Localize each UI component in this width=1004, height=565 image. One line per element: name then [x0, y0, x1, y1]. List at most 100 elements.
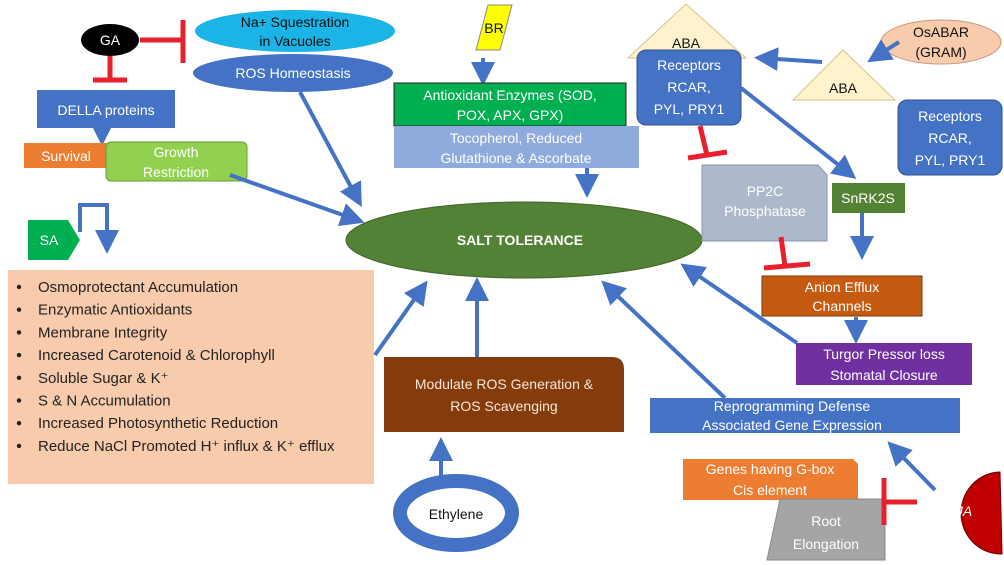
svg-text:Reprogramming Defense: Reprogramming Defense [714, 398, 871, 414]
svg-text:SnRK2S: SnRK2S [841, 190, 895, 206]
svg-text:DELLA proteins: DELLA proteins [57, 102, 154, 118]
reprogramming-node: Reprogramming Defense Associated Gene Ex… [650, 398, 960, 433]
modulate-ros-node: Modulate ROS Generation & ROS Scavenging [384, 357, 624, 432]
sa-node: SA [28, 220, 80, 260]
svg-text:SALT TOLERANCE: SALT TOLERANCE [457, 232, 583, 248]
svg-text:Restriction: Restriction [143, 164, 209, 180]
bullet [16, 352, 22, 358]
svg-text:Genes having G-box: Genes having G-box [706, 461, 834, 477]
bullet [16, 307, 22, 312]
root-elongation-node: Root Elongation [766, 498, 886, 561]
sa-effect-item: Enzymatic Antioxidants [38, 302, 192, 319]
svg-text:BR: BR [484, 20, 503, 36]
ja-to-reprogramming-arrow [887, 441, 937, 492]
svg-text:(GRAM): (GRAM) [915, 44, 966, 60]
ga-inhibits-na-sequestration [140, 20, 186, 63]
na-sequestration-node: Na+ Squestration in Vacuoles [195, 10, 395, 52]
svg-text:Anion Efflux: Anion Efflux [805, 279, 879, 295]
svg-text:Stomatal Closure: Stomatal Closure [830, 367, 938, 383]
turgor-to-salt-arrow [680, 263, 799, 345]
svg-text:Elongation: Elongation [793, 536, 859, 552]
ros-to-salt-arrow [298, 91, 362, 208]
svg-text:Growth: Growth [153, 144, 198, 160]
svg-text:ABA: ABA [829, 80, 858, 96]
svg-text:Associated Gene Expression: Associated Gene Expression [702, 417, 882, 433]
sa-effect-item: S & N Accumulation [38, 393, 171, 410]
svg-text:Phosphatase: Phosphatase [724, 203, 806, 219]
snrk2s-node: SnRK2S [832, 183, 905, 213]
ga-inhibits-della [93, 56, 127, 83]
svg-text:ROS Homeostasis: ROS Homeostasis [235, 65, 350, 81]
osabar-to-aba-arrow [867, 39, 901, 63]
sa-arrow [78, 203, 119, 254]
genes-gbox-node: Genes having G-box Cis element [683, 459, 858, 500]
svg-text:Receptors: Receptors [918, 108, 982, 124]
ethylene-node: Ethylene [393, 474, 519, 552]
sa-effect-item: Reduce NaCl Promoted H⁺ influx & K⁺ effl… [38, 438, 335, 455]
svg-text:Root: Root [811, 513, 841, 529]
br-node: BR [475, 4, 513, 51]
svg-text:POX, APX, GPX): POX, APX, GPX) [457, 107, 564, 123]
svg-text:Turgor Pressor loss: Turgor Pressor loss [823, 346, 945, 362]
ga-node: GA [81, 24, 139, 56]
della-proteins-node: DELLA proteins [37, 90, 175, 128]
growth-to-salt-arrow [229, 173, 365, 226]
sa-effect-item: Soluble Sugar & K⁺ [38, 370, 169, 387]
svg-text:Tocopherol, Reduced: Tocopherol, Reduced [450, 130, 582, 146]
ja-inhibits-root [881, 478, 917, 525]
svg-text:Survival: Survival [41, 148, 91, 164]
svg-text:in Vacuoles: in Vacuoles [259, 33, 330, 49]
antioxidant-enzymes-node: Antioxidant Enzymes (SOD, POX, APX, GPX) [393, 82, 627, 127]
svg-text:ROS Scavenging: ROS Scavenging [450, 398, 557, 414]
receptors-right-node: Receptors RCAR, PYL, PRY1 [897, 99, 1003, 176]
bullet [16, 375, 22, 380]
svg-text:Channels: Channels [812, 298, 871, 314]
svg-text:PYL, PRY1: PYL, PRY1 [654, 101, 725, 117]
svg-text:OsABAR: OsABAR [913, 24, 969, 40]
reprogramming-to-salt-arrow [601, 280, 727, 400]
bullet [16, 398, 22, 403]
svg-text:RCAR,: RCAR, [667, 79, 711, 95]
aba-to-receptors-arrow [754, 47, 823, 72]
svg-text:JA: JA [955, 503, 972, 519]
sa-effect-item: Membrane Integrity [38, 324, 168, 341]
bullet [16, 284, 22, 290]
growth-restriction-node: Growth Restriction [105, 141, 248, 182]
svg-text:Modulate ROS Generation &: Modulate ROS Generation & [415, 376, 594, 392]
receptors-to-snrk2s-arrow [739, 86, 857, 179]
ja-node: JA [955, 471, 1003, 555]
sa-effects-to-salt-arrow [373, 280, 428, 357]
svg-text:Glutathione & Ascorbate: Glutathione & Ascorbate [441, 150, 592, 166]
ros-homeostasis-node: ROS Homeostasis [193, 54, 393, 92]
osabar-node: OsABAR (GRAM) [880, 19, 1002, 65]
salt-tolerance-node: SALT TOLERANCE [345, 201, 703, 279]
sa-effect-item: Increased Carotenoid & Chlorophyll [38, 347, 275, 364]
svg-text:SA: SA [40, 232, 59, 248]
svg-text:Ethylene: Ethylene [429, 506, 484, 522]
bullet [16, 421, 22, 426]
receptors-left-node: Receptors RCAR, PYL, PRY1 [636, 49, 742, 126]
bullet [16, 330, 22, 335]
svg-text:Receptors: Receptors [657, 57, 721, 73]
svg-text:ABA: ABA [672, 35, 701, 51]
svg-text:PYL, PRY1: PYL, PRY1 [915, 152, 986, 168]
tocopherol-node: Tocopherol, Reduced Glutathione & Ascorb… [394, 126, 639, 168]
pp2c-phosphatase-node: PP2C Phosphatase [701, 164, 828, 242]
svg-text:Antioxidant Enzymes (SOD,: Antioxidant Enzymes (SOD, [423, 87, 597, 103]
svg-text:Na+ Squestration: Na+ Squestration [241, 14, 350, 30]
anion-efflux-node: Anion Efflux Channels [761, 275, 923, 317]
turgor-node: Turgor Pressor loss Stomatal Closure [796, 343, 972, 385]
receptors-inhibit-pp2c [687, 125, 728, 161]
pp2c-inhibits-anion-efflux [763, 236, 811, 271]
survival-node: Survival [24, 143, 109, 168]
bullet [16, 443, 22, 449]
svg-text:GA: GA [100, 32, 121, 48]
sa-effect-item: Increased Photosynthetic Reduction [38, 415, 278, 432]
sa-effect-item: Osmoprotectant Accumulation [38, 279, 238, 296]
svg-text:RCAR,: RCAR, [928, 130, 972, 146]
svg-text:Cis element: Cis element [733, 482, 807, 498]
svg-text:PP2C: PP2C [747, 183, 784, 199]
aba-right-node: ABA [791, 49, 897, 101]
